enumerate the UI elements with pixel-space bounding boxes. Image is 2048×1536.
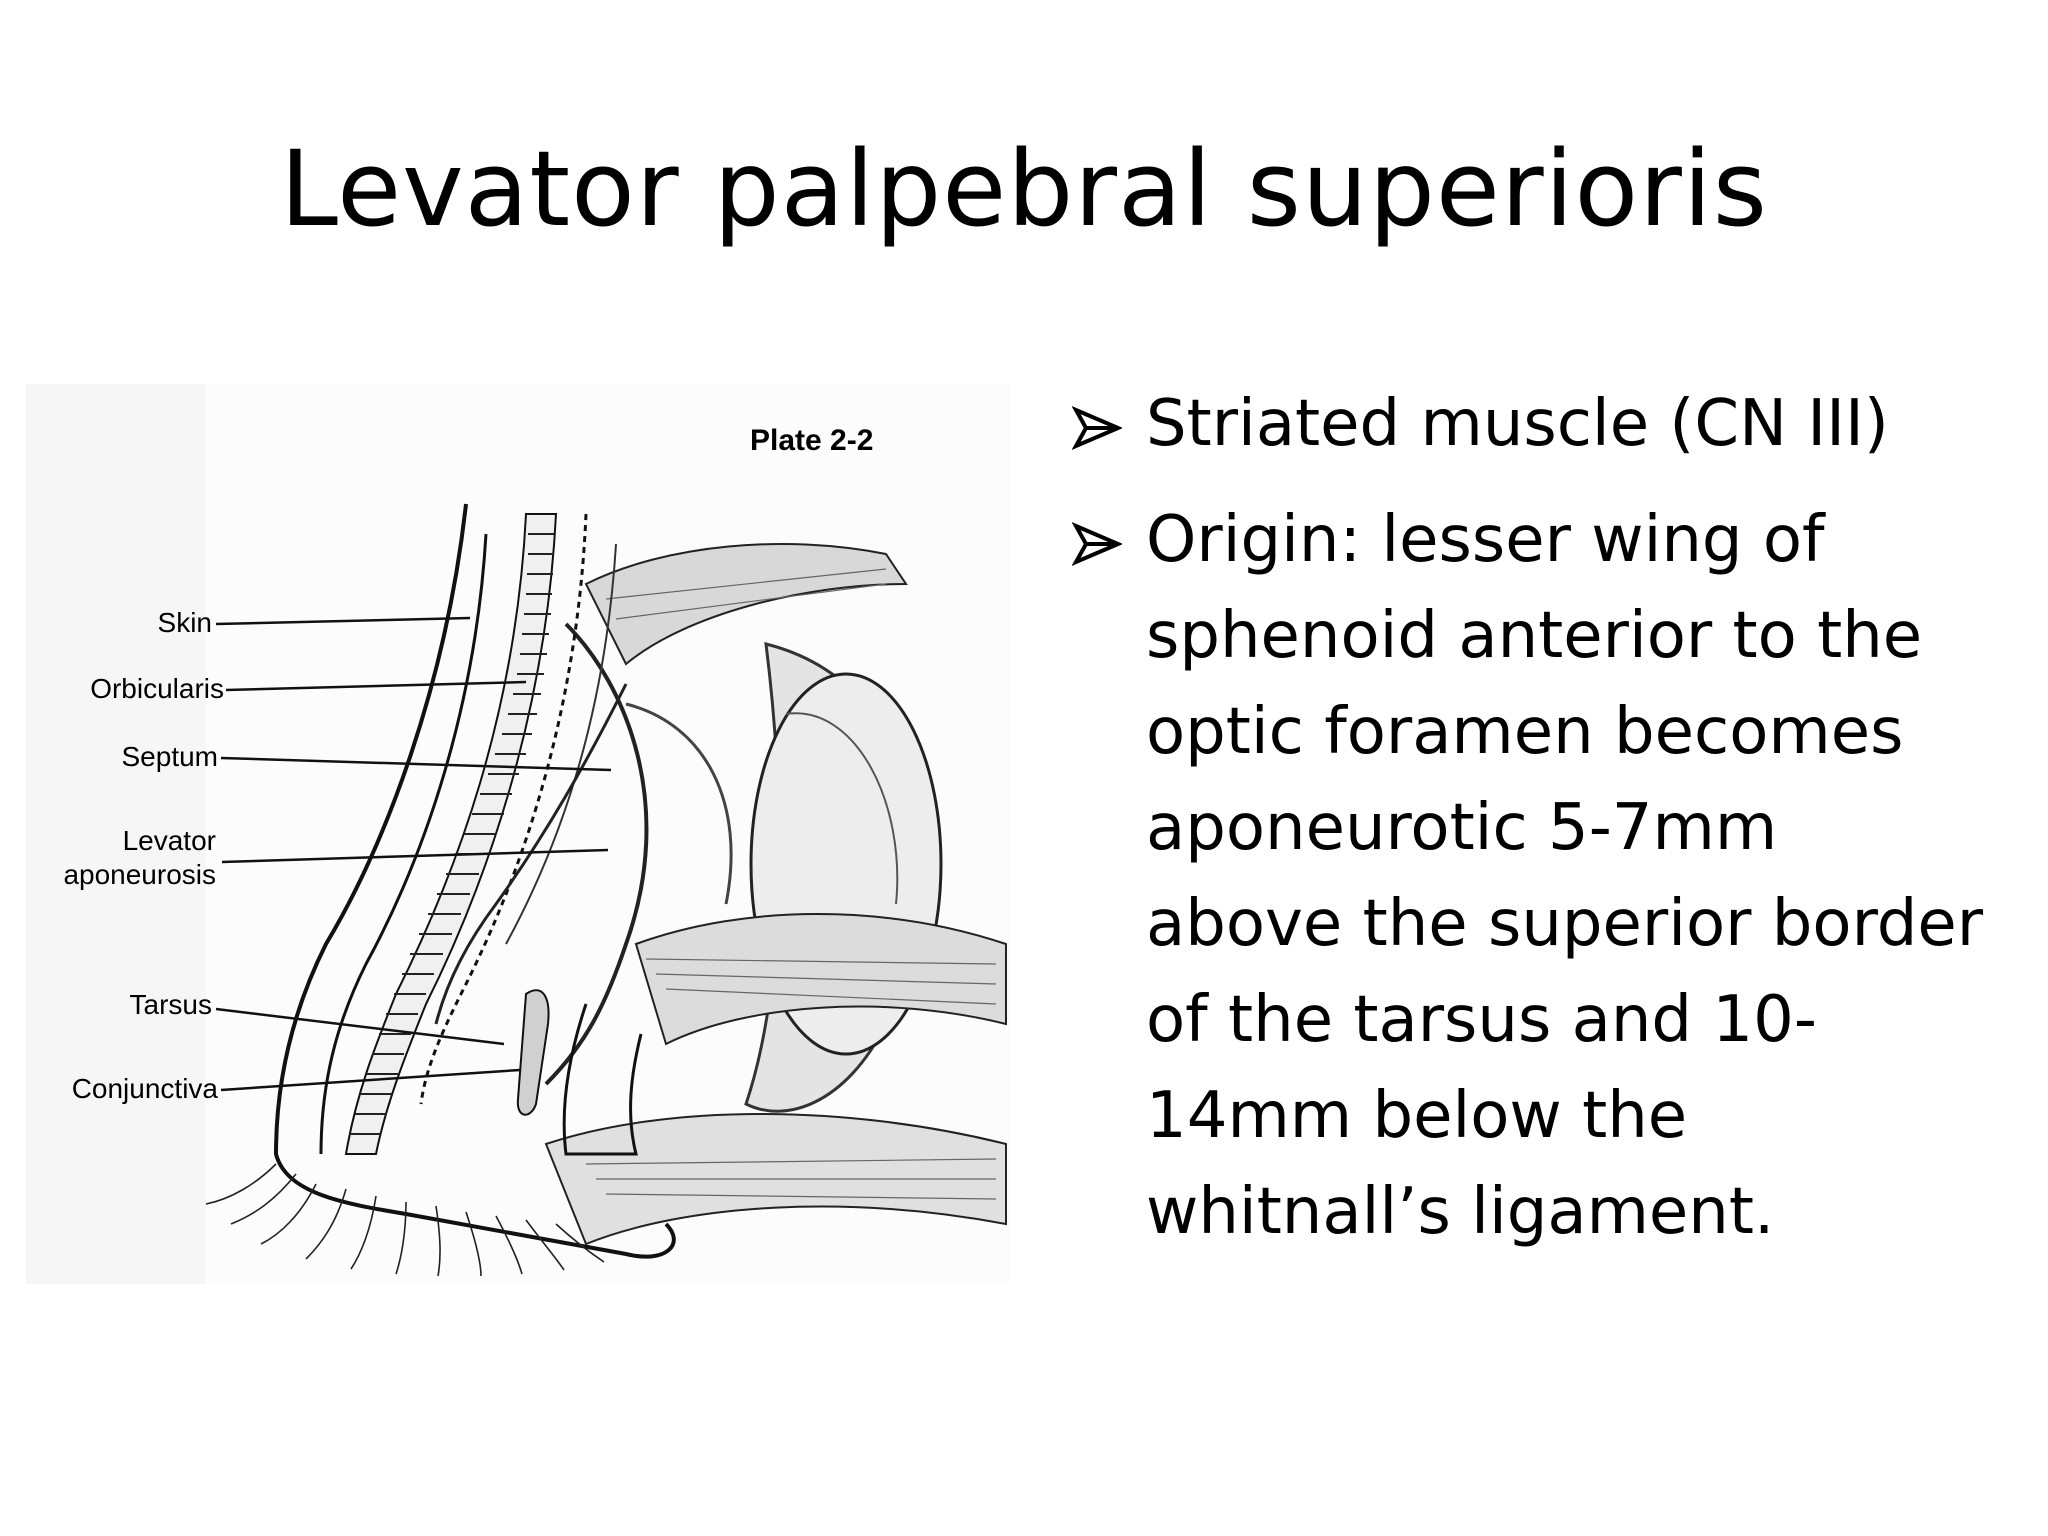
label-conjunctiva: Conjunctiva: [71, 1073, 218, 1104]
slide-title: Levator palpebral superioris: [280, 128, 1768, 250]
bullet-item: Striated muscle (CN III): [1072, 376, 1992, 472]
anatomy-figure: Plate 2-2 Skin Orbicularis Septum Levato…: [26, 384, 1010, 1284]
arrow-bullet-icon: [1072, 406, 1122, 450]
figure-plate-label: Plate 2-2: [750, 424, 874, 457]
label-skin: Skin: [157, 607, 212, 638]
bullet-item: Origin: lesser wing of sphenoid anterior…: [1072, 492, 1992, 1260]
eyelid-illustration: [26, 384, 1010, 1284]
bullet-text: Origin: lesser wing of sphenoid anterior…: [1146, 503, 1984, 1249]
label-tarsus: Tarsus: [129, 989, 212, 1020]
arrow-bullet-icon: [1072, 522, 1122, 566]
bullet-list: Striated muscle (CN III) Origin: lesser …: [1072, 376, 1992, 1280]
label-septum: Septum: [121, 741, 219, 772]
label-levator: Levator aponeurosis: [36, 824, 216, 892]
label-orbicularis: Orbicularis: [90, 673, 224, 704]
bullet-text: Striated muscle (CN III): [1146, 387, 1889, 461]
label-levator-line1: Levator: [122, 825, 216, 856]
label-levator-line2: aponeurosis: [63, 859, 216, 890]
